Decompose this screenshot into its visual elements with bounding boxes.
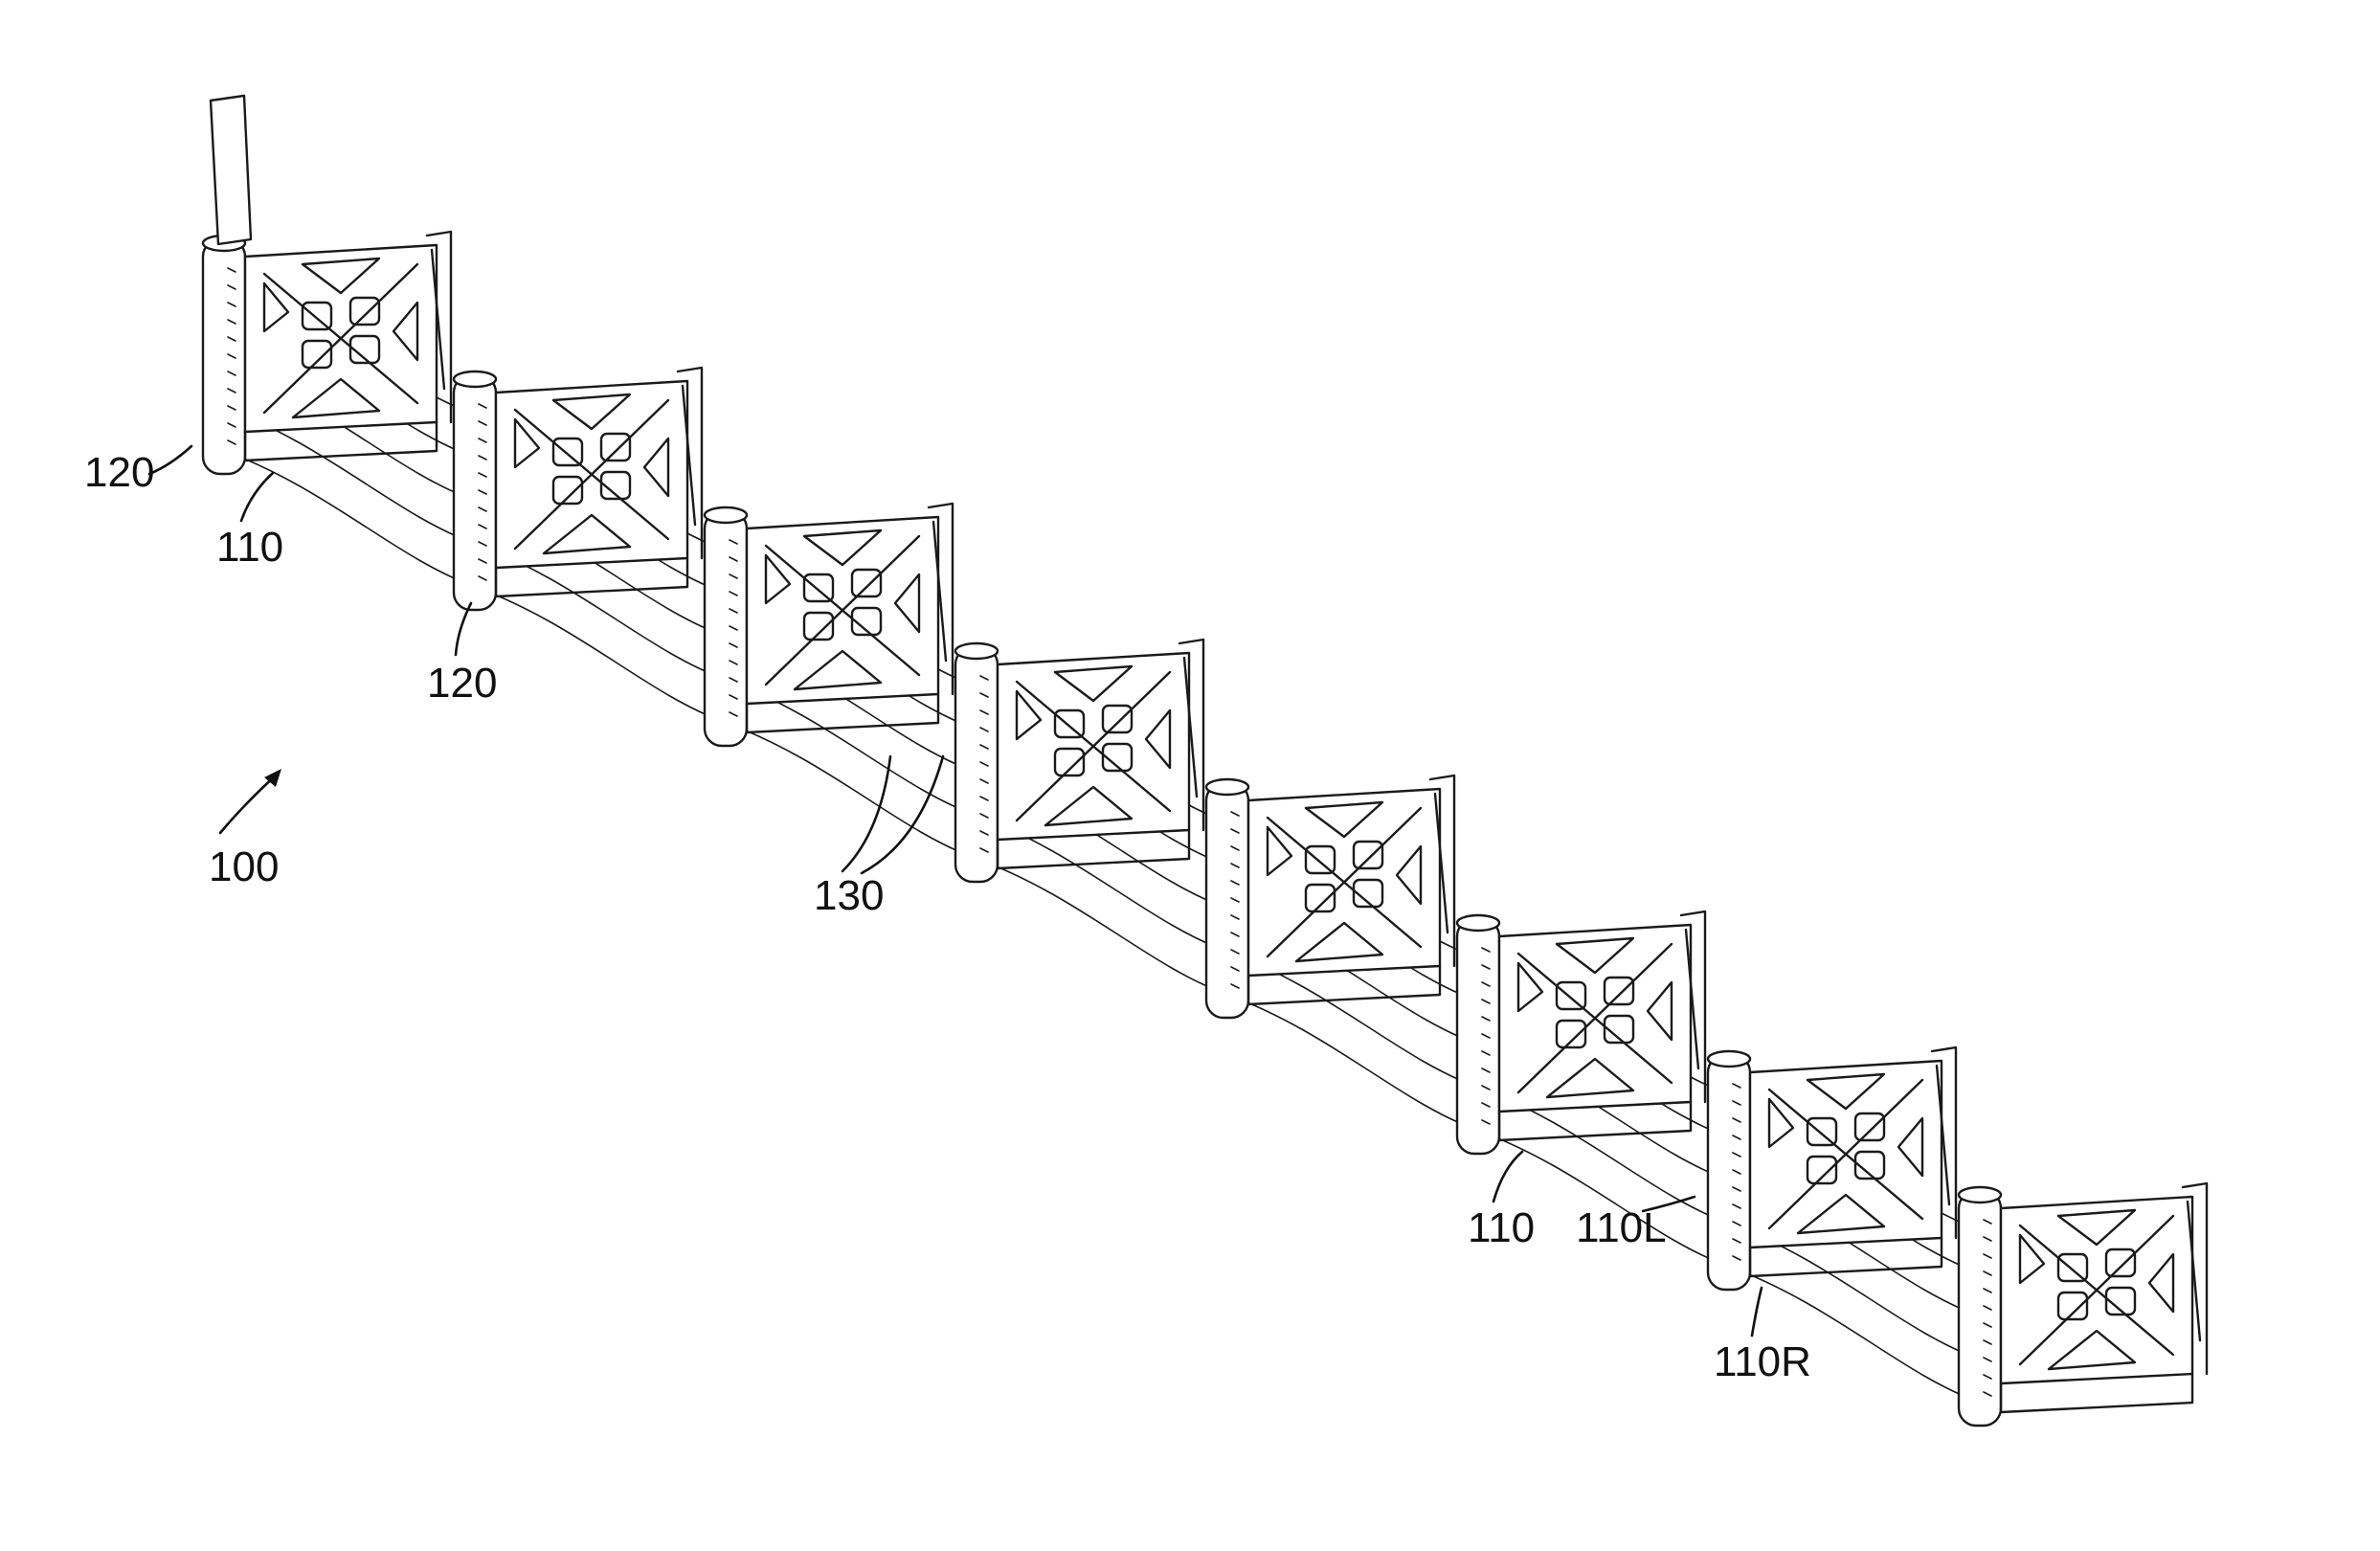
post — [203, 239, 245, 474]
post — [454, 375, 496, 610]
label-110L: 110L — [1576, 1204, 1667, 1251]
post-cap — [705, 507, 747, 523]
fence-segment — [1206, 776, 1476, 1130]
post — [955, 647, 998, 882]
post — [1206, 783, 1248, 1018]
leader-130-a — [842, 756, 890, 871]
connector-wire — [724, 722, 975, 858]
leader-120-b — [456, 603, 471, 655]
fence-segment — [955, 640, 1225, 994]
leader-110R — [1752, 1288, 1762, 1336]
label-130: 130 — [814, 872, 884, 919]
fence-segment — [705, 504, 975, 858]
post-cap — [454, 371, 496, 387]
fence-segment — [1959, 1183, 2207, 1426]
post-cap — [1457, 915, 1499, 931]
leader-130-b — [862, 756, 943, 873]
label-100: 100 — [209, 843, 279, 890]
post — [705, 511, 747, 746]
post — [1959, 1191, 2001, 1426]
fence-segments — [203, 96, 2207, 1426]
leader-110-a — [241, 473, 273, 521]
top-hinge — [211, 96, 251, 244]
label-110R: 110R — [1714, 1338, 1811, 1385]
label-110-a: 110 — [216, 524, 283, 571]
label-120-a: 120 — [84, 449, 154, 496]
connector-wire — [975, 858, 1225, 994]
label-110-b: 110 — [1468, 1204, 1535, 1251]
post — [1708, 1055, 1750, 1290]
post-cap — [1206, 779, 1248, 795]
leader-120-a — [149, 446, 191, 474]
leader-100 — [220, 774, 278, 833]
label-120-b: 120 — [427, 660, 497, 707]
connector-wire — [1225, 994, 1476, 1130]
post-cap — [1959, 1187, 2001, 1203]
post — [1457, 919, 1499, 1154]
post-cap — [955, 643, 998, 659]
connector-wire — [473, 586, 724, 722]
leader-110-b — [1493, 1152, 1522, 1202]
post-cap — [1708, 1051, 1750, 1067]
